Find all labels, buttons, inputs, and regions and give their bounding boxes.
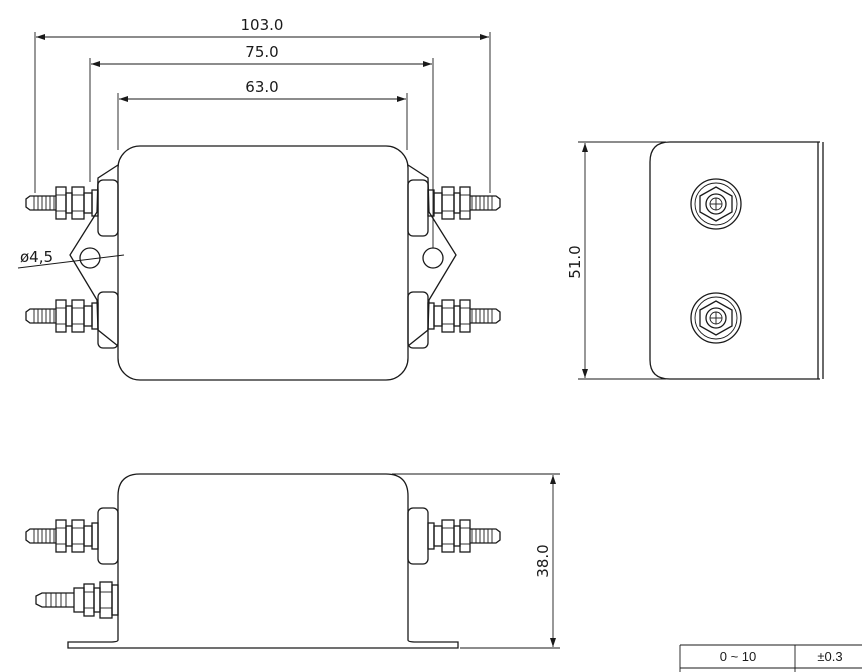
tolerance-range: 0 ~ 10 — [720, 649, 757, 664]
dim-mount-pitch: 75.0 — [245, 43, 278, 61]
front-view-body — [117, 473, 409, 640]
front-view: 38.0 — [26, 473, 560, 649]
dim-side-height: 51.0 — [566, 245, 584, 278]
ground-stud — [35, 581, 119, 619]
stud-top-right-upper — [427, 186, 501, 220]
screw-terminal-lower — [690, 292, 742, 344]
top-view-body — [117, 145, 409, 381]
dim-overall-width: 103.0 — [241, 16, 284, 34]
mount-hole-right — [422, 247, 444, 269]
side-view-body — [649, 141, 820, 380]
dim-front-height: 38.0 — [534, 544, 552, 577]
dim-hole-diameter: ø4,5 — [20, 248, 53, 266]
stud-top-left-upper — [26, 187, 98, 219]
stud-top-left-lower — [26, 300, 98, 332]
tolerance-table: 0 ~ 10 ±0.3 — [679, 644, 862, 672]
stud-top-right-lower — [427, 299, 501, 333]
hole-leader — [17, 254, 125, 269]
stud-front-right — [427, 519, 501, 553]
top-view: 103.0 75.0 63.0 ø4,5 — [17, 16, 501, 381]
stud-front-left — [26, 520, 98, 552]
tolerance-value: ±0.3 — [817, 649, 842, 664]
top-view-flange — [69, 164, 457, 347]
dim-body-width: 63.0 — [245, 78, 278, 96]
screw-terminal-upper — [690, 178, 742, 230]
side-view: 51.0 — [566, 141, 824, 380]
